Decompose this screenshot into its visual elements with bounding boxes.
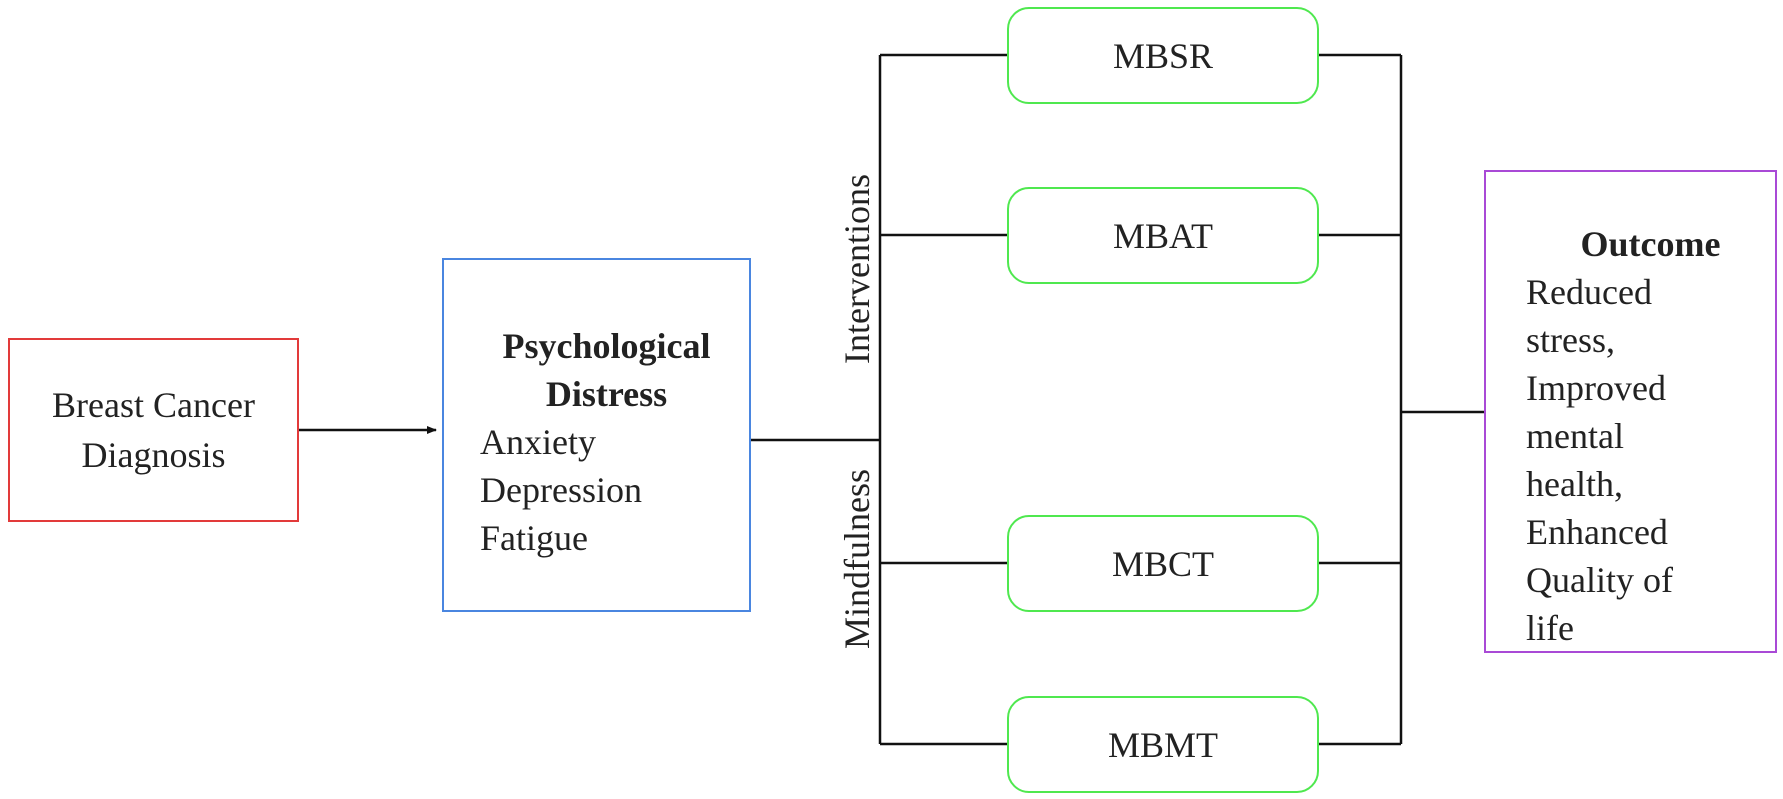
distress-title: Psychological Distress — [464, 322, 749, 418]
intervention-box-mbat: MBAT — [1007, 187, 1319, 284]
intervention-box-mbsr: MBSR — [1007, 7, 1319, 104]
outcome-line: life — [1526, 608, 1574, 648]
symptom-item: Anxiety — [480, 422, 596, 462]
outcome-line: mental — [1526, 416, 1624, 456]
outcome-line: Improved — [1526, 368, 1666, 408]
diagnosis-line-1: Breast Cancer — [52, 385, 255, 425]
distress-title-line-1: Psychological — [502, 326, 711, 366]
outcome-line: stress, — [1526, 320, 1615, 360]
symptom-item: Fatigue — [480, 518, 588, 558]
intervention-label: MBSR — [1112, 35, 1214, 76]
distress-box: Psychological Distress Anxiety Depressio… — [442, 258, 751, 612]
mindfulness-side-label: Mindfulness — [837, 469, 877, 649]
diagnosis-box: Breast Cancer Diagnosis — [8, 338, 299, 522]
intervention-label: MBCT — [1111, 543, 1215, 584]
symptom-item: Depression — [480, 470, 642, 510]
outcome-line: Quality of — [1526, 560, 1673, 600]
intervention-label: MBMT — [1107, 724, 1219, 765]
outcome-line: health, — [1526, 464, 1623, 504]
diagnosis-line-2: Diagnosis — [81, 435, 226, 475]
interventions-side-label: Interventions — [837, 174, 877, 364]
intervention-label: MBAT — [1112, 215, 1214, 256]
distress-symptom-list: Anxiety Depression Fatigue — [480, 418, 642, 562]
outcome-line: Enhanced — [1526, 512, 1668, 552]
outcome-title: Outcome — [1580, 224, 1721, 264]
diagnosis-text: Breast Cancer Diagnosis — [52, 380, 255, 480]
outcome-box: Outcome Reduced stress, Improved mental … — [1484, 170, 1777, 653]
intervention-box-mbmt: MBMT — [1007, 696, 1319, 793]
distress-title-line-2: Distress — [545, 374, 668, 414]
outcome-line: Reduced — [1526, 272, 1652, 312]
intervention-box-mbct: MBCT — [1007, 515, 1319, 612]
outcome-description: Reduced stress, Improved mental health, … — [1526, 268, 1673, 652]
